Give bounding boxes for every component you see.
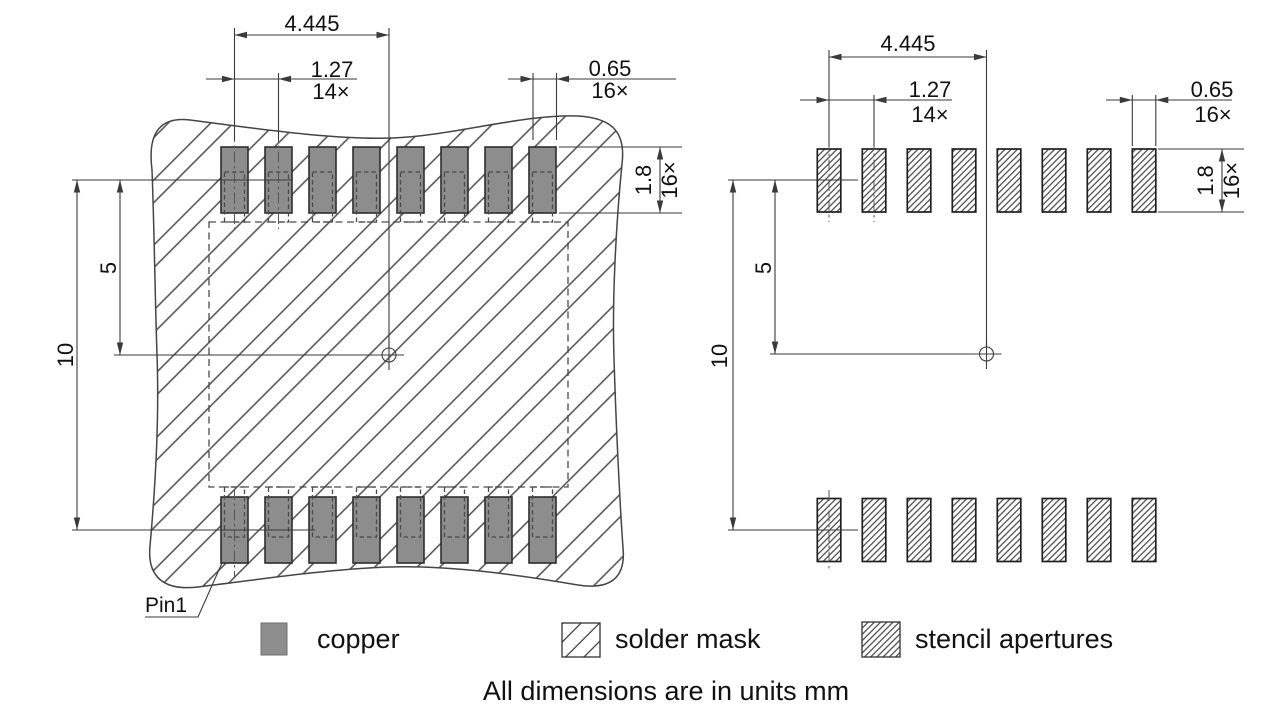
- dim-aperture-height-right: 1.8 16×: [1158, 148, 1244, 213]
- component-lead: [399, 171, 422, 223]
- stencil-figure: 4.445 1.27 14× 0.65 16× 1.8 16× 5: [707, 31, 1244, 570]
- stencil-aperture: [1041, 497, 1067, 563]
- copper-pad: [440, 496, 469, 564]
- dim-aperture-height-right-value: 1.8: [1193, 165, 1218, 196]
- dim-aperture-width-right: 0.65 16×: [1106, 77, 1233, 146]
- copper-pad: [396, 146, 425, 214]
- pin1-leader-line: [145, 562, 223, 618]
- dim-pitch-right-value: 1.27: [909, 77, 952, 102]
- solder-mask-region: [148, 115, 625, 589]
- copper-pad: [352, 146, 381, 214]
- dim-span-left-value: 4.445: [284, 11, 339, 36]
- land-pattern-figure: 4.445 1.27 14× 0.65 16× 1.8 16× 5: [53, 11, 682, 618]
- dim-full-height-left-value: 10: [53, 343, 78, 367]
- dim-full-height-left: 10: [53, 179, 315, 531]
- dim-pad-height-left-value: 1.8: [631, 165, 656, 196]
- dim-pitch-right: 1.27 14×: [800, 77, 952, 146]
- dim-aperture-width-right-value: 0.65: [1191, 77, 1234, 102]
- dim-pad-width-left-arrows: [520, 75, 569, 83]
- copper-swatch: [260, 622, 288, 656]
- component-lead-array: [223, 171, 554, 538]
- dim-full-height-right-lines: [728, 179, 858, 531]
- stencil-aperture: [1086, 148, 1112, 213]
- stencil-aperture: [1131, 148, 1157, 213]
- component-lead: [531, 486, 554, 538]
- dim-half-height-left-lines: [114, 180, 374, 356]
- copper-pad: [440, 146, 469, 214]
- dim-half-height-right-lines: [770, 180, 972, 355]
- dim-pitch-left: 1.27 14×: [206, 57, 357, 140]
- legend: copper solder mask stencil apertures: [260, 621, 1113, 658]
- copper-pad: [396, 496, 425, 564]
- component-lead: [267, 486, 290, 538]
- dim-span-left: 4.445: [233, 11, 390, 348]
- copper-pad: [484, 496, 513, 564]
- stencil-aperture: [906, 497, 932, 563]
- stencil-aperture: [861, 497, 887, 563]
- dim-pad-width-left-count: 16×: [591, 78, 628, 103]
- component-lead: [223, 486, 246, 538]
- solder-mask-legend-label: solder mask: [615, 624, 761, 654]
- component-lead: [487, 171, 510, 223]
- pin1-callout: Pin1: [145, 562, 223, 618]
- stencil-aperture: [1131, 497, 1157, 563]
- stencil-aperture: [951, 148, 977, 213]
- dim-pad-width-left: 0.65 16×: [508, 56, 676, 140]
- component-lead: [531, 171, 554, 223]
- dim-pad-width-left-lines: [508, 73, 676, 140]
- dim-pitch-left-value: 1.27: [311, 57, 354, 82]
- stencil-aperture: [996, 148, 1022, 213]
- component-lead: [355, 171, 378, 223]
- stencil-aperture: [1086, 497, 1112, 563]
- dim-span-right-value: 4.445: [880, 31, 935, 56]
- copper-pad: [308, 146, 337, 214]
- dim-pad-width-left-value: 0.65: [589, 56, 632, 81]
- copper-pad: [484, 146, 513, 214]
- dim-span-right-lines: [828, 50, 988, 347]
- dim-pitch-right-count: 14×: [911, 102, 948, 127]
- copper-pad: [528, 146, 557, 214]
- component-lead: [399, 486, 422, 538]
- dim-full-height-right-value: 10: [707, 344, 732, 368]
- component-lead: [355, 486, 378, 538]
- dim-aperture-width-right-arrows: [1119, 96, 1169, 104]
- dim-half-height-right: 5: [751, 180, 972, 355]
- copper-legend-label: copper: [317, 624, 400, 654]
- dim-full-height-right: 10: [707, 179, 858, 531]
- dim-aperture-height-right-count: 16×: [1219, 162, 1244, 199]
- dim-half-height-left-value: 5: [96, 262, 121, 274]
- stencil-aperture: [951, 497, 977, 563]
- copper-pad: [528, 496, 557, 564]
- dim-half-height-left: 5: [96, 180, 374, 356]
- dim-span-left-lines: [233, 28, 390, 348]
- stencil-aperture: [906, 148, 932, 213]
- pin1-label: Pin1: [145, 594, 187, 617]
- dim-full-height-left-lines: [72, 179, 315, 531]
- dim-pad-height-left: 1.8 16×: [559, 146, 682, 214]
- stencil-aperture: [996, 497, 1022, 563]
- dim-aperture-width-right-count: 16×: [1194, 102, 1231, 127]
- stencil-legend-label: stencil apertures: [915, 624, 1113, 654]
- component-lead: [311, 486, 334, 538]
- copper-pad: [352, 496, 381, 564]
- dim-half-height-right-value: 5: [751, 262, 776, 274]
- component-lead: [487, 486, 510, 538]
- dim-pitch-left-count: 14×: [312, 79, 349, 104]
- solder-mask-swatch: [561, 622, 601, 658]
- component-lead: [443, 171, 466, 223]
- dim-span-right: 4.445: [828, 31, 988, 347]
- dim-pad-height-left-count: 16×: [657, 161, 682, 198]
- units-caption: All dimensions are in units mm: [483, 676, 849, 706]
- component-lead: [311, 171, 334, 223]
- component-lead: [443, 486, 466, 538]
- stencil-apertures-swatch: [861, 621, 901, 658]
- stencil-aperture: [1041, 148, 1067, 213]
